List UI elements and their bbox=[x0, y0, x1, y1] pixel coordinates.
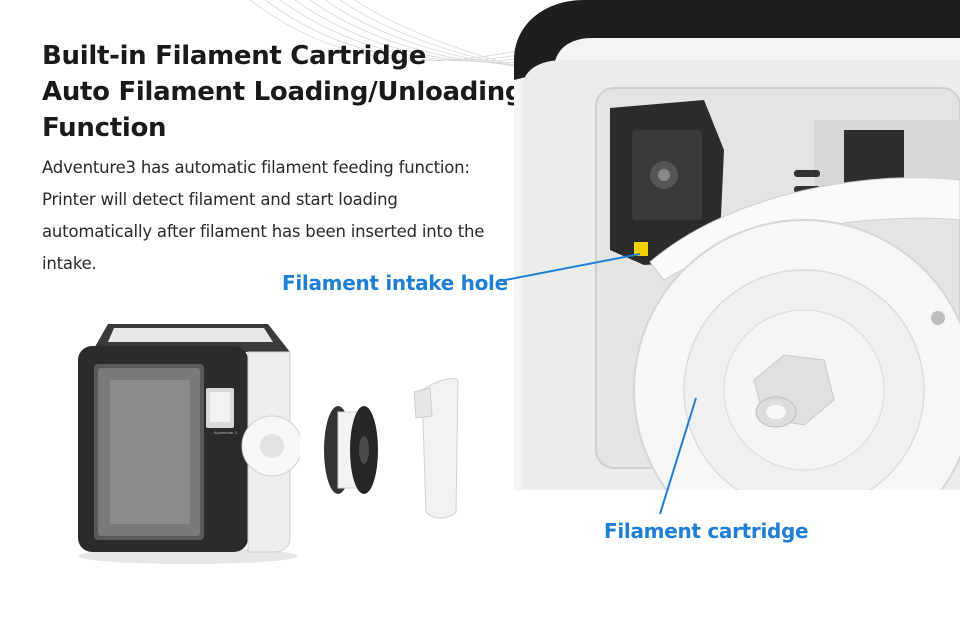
feature-description: Adventure3 has automatic filament feedin… bbox=[42, 152, 512, 280]
intake-leader-line bbox=[499, 253, 641, 282]
cartridge-closeup-photo bbox=[514, 0, 960, 490]
description-line-3: automatically after filament has been in… bbox=[42, 222, 485, 241]
title-line-3: Function bbox=[42, 113, 167, 143]
filament-spool-photo bbox=[324, 406, 378, 494]
printer-badge: Adventurer 3 bbox=[214, 430, 238, 435]
title-line-2: Auto Filament Loading/Unloading bbox=[42, 77, 524, 107]
title-line-1: Built-in Filament Cartridge bbox=[42, 41, 427, 71]
description-line-4: intake. bbox=[42, 254, 97, 273]
cartridge-cover-photo bbox=[413, 377, 459, 519]
cartridge-label: Filament cartridge bbox=[604, 519, 809, 543]
intake-hole-label: Filament intake hole bbox=[282, 271, 508, 295]
page-title: Built-in Filament Cartridge Auto Filamen… bbox=[42, 38, 524, 146]
printer-photo: Adventurer 3 bbox=[78, 324, 300, 564]
description-line-1: Adventure3 has automatic filament feedin… bbox=[42, 158, 470, 177]
cartridge-leader-line bbox=[659, 397, 697, 515]
description-line-2: Printer will detect filament and start l… bbox=[42, 190, 398, 209]
